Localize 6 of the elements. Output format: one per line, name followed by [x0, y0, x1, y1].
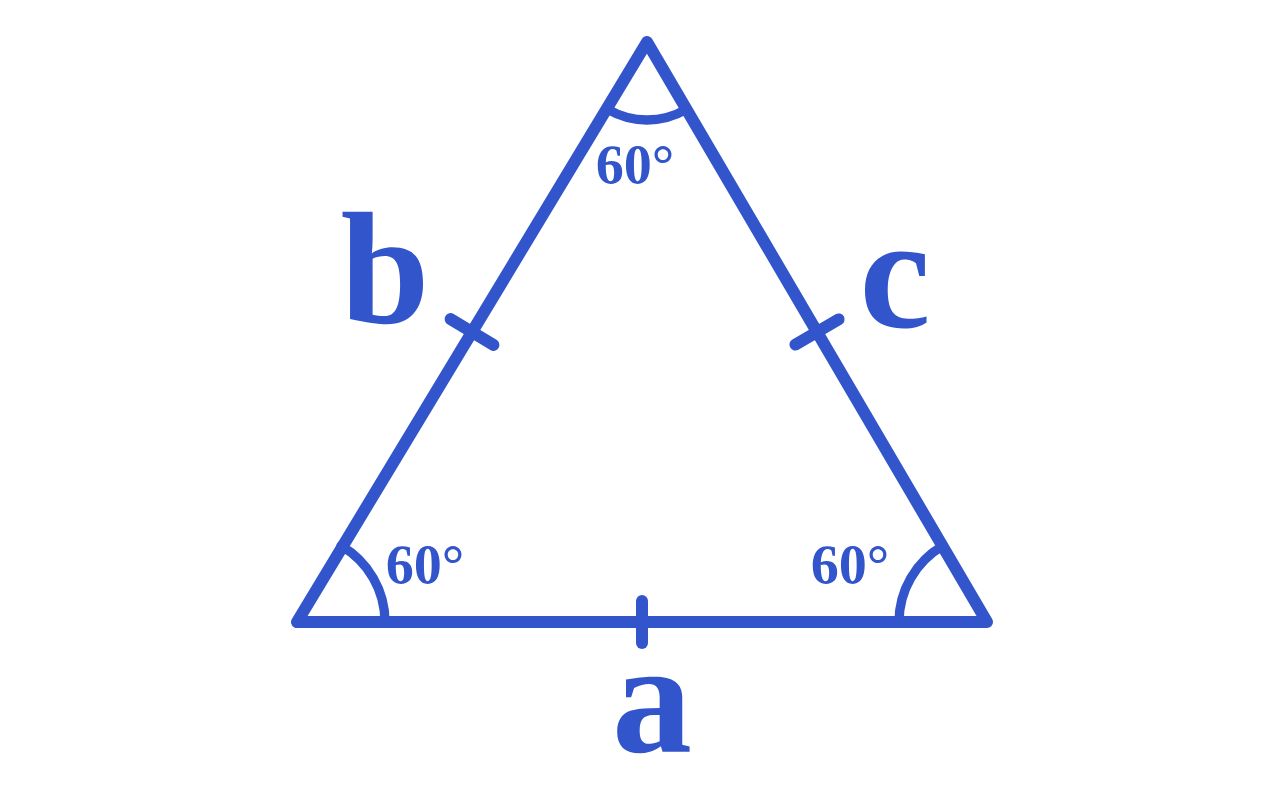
angle-label: 60°	[597, 146, 672, 184]
angle-label: 60°	[387, 546, 462, 584]
side-label: b	[342, 211, 423, 325]
angle-label: 60°	[812, 546, 887, 584]
side-label: a	[617, 676, 690, 754]
side-label: c	[865, 251, 927, 329]
